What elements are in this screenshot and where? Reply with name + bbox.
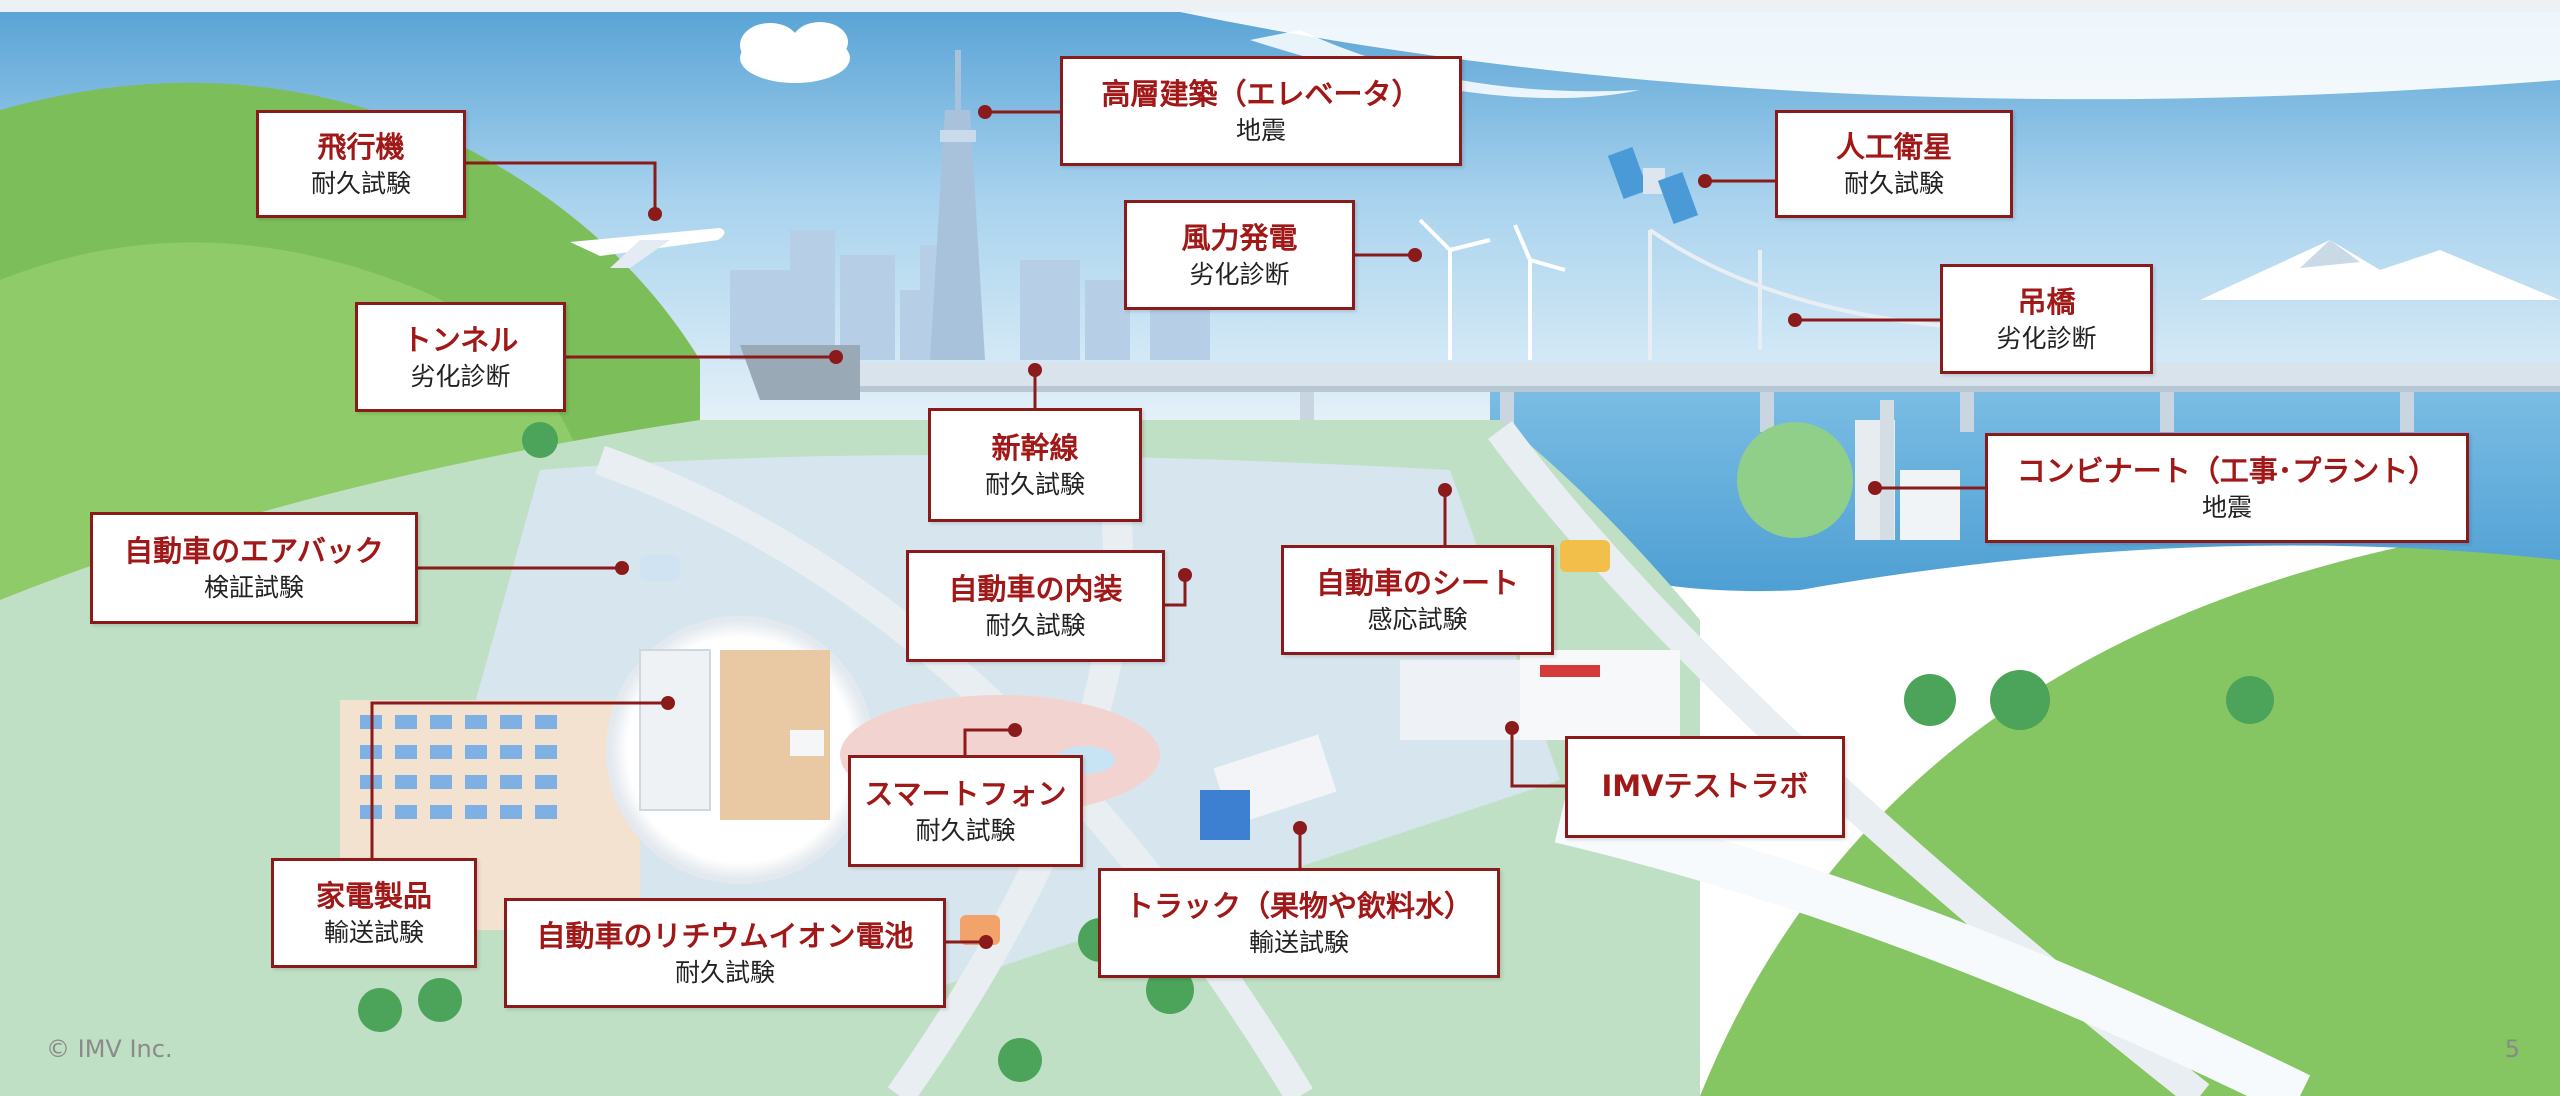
callout-subtitle: 検証試験 bbox=[203, 572, 304, 602]
chemical-plant bbox=[1737, 400, 1960, 540]
callout-subtitle: 劣化診断 bbox=[410, 361, 511, 391]
sky-swoosh bbox=[1180, 12, 2560, 100]
satellite bbox=[1607, 146, 1699, 225]
callout-wind-power: 風力発電 劣化診断 bbox=[1124, 200, 1355, 310]
cloud bbox=[740, 22, 850, 83]
callout-title: 自動車のエアバック bbox=[124, 533, 384, 568]
copyright-text: © IMV Inc. bbox=[46, 1035, 173, 1063]
callout-airplane: 飛行機 耐久試験 bbox=[256, 110, 466, 218]
appliance-bubble bbox=[606, 616, 874, 884]
callout-subtitle: 耐久試験 bbox=[1843, 168, 1944, 198]
airplane bbox=[570, 228, 725, 268]
callout-subtitle: 輸送試験 bbox=[323, 917, 424, 947]
callout-industrial-complex: コンビナート（工事･プラント） 地震 bbox=[1985, 433, 2469, 543]
callout-tunnel: トンネル 劣化診断 bbox=[355, 302, 566, 412]
callout-title: 家電製品 bbox=[315, 878, 432, 913]
callout-lithium-battery: 自動車のリチウムイオン電池 耐久試験 bbox=[504, 898, 946, 1008]
imv-lab-building bbox=[1400, 650, 1680, 740]
car-airbag bbox=[640, 555, 680, 581]
callout-subtitle: 耐久試験 bbox=[985, 610, 1086, 640]
viaduct bbox=[760, 362, 2560, 386]
tunnel bbox=[740, 345, 860, 400]
callout-subtitle: 輸送試験 bbox=[1248, 927, 1349, 957]
callout-title: スマートフォン bbox=[864, 776, 1067, 811]
callout-subtitle: 耐久試験 bbox=[915, 815, 1016, 845]
callout-car-airbag: 自動車のエアバック 検証試験 bbox=[90, 512, 418, 624]
car-seat bbox=[1560, 540, 1610, 572]
top-bar bbox=[0, 0, 2560, 12]
callout-high-rise: 高層建築（エレベータ） 地震 bbox=[1060, 56, 1462, 166]
callout-title: 飛行機 bbox=[317, 129, 405, 164]
callout-title: トラック（果物や飲料水） bbox=[1124, 888, 1473, 923]
callout-shinkansen: 新幹線 耐久試験 bbox=[928, 408, 1142, 522]
leader-lines bbox=[370, 110, 1985, 944]
callout-title: 高層建築（エレベータ） bbox=[1101, 76, 1421, 111]
callout-smartphone: スマートフォン 耐久試験 bbox=[848, 755, 1083, 867]
callout-title: トンネル bbox=[402, 322, 519, 357]
callout-subtitle: 耐久試験 bbox=[984, 469, 1085, 499]
callout-title: 風力発電 bbox=[1181, 220, 1298, 255]
wind-turbines bbox=[1418, 218, 1566, 360]
callout-title: 自動車の内装 bbox=[948, 571, 1123, 606]
callout-car-seat: 自動車のシート 感応試験 bbox=[1281, 545, 1554, 655]
callout-subtitle: 劣化診断 bbox=[1189, 259, 1290, 289]
callout-title: 自動車のシート bbox=[1315, 565, 1519, 600]
callout-title: 人工衛星 bbox=[1835, 129, 1952, 164]
callout-imv-test-lab: IMVテストラボ bbox=[1565, 736, 1845, 838]
callout-subtitle: 感応試験 bbox=[1367, 604, 1468, 634]
leader-dots bbox=[615, 105, 1882, 949]
callout-car-interior: 自動車の内装 耐久試験 bbox=[906, 550, 1165, 662]
callout-subtitle: 地震 bbox=[2201, 492, 2252, 522]
callout-title: 自動車のリチウムイオン電池 bbox=[536, 918, 914, 953]
callout-title: コンビナート（工事･プラント） bbox=[2016, 453, 2438, 488]
sky-tower bbox=[930, 50, 985, 360]
callout-title: 新幹線 bbox=[991, 430, 1079, 465]
callout-subtitle: 地震 bbox=[1235, 115, 1286, 145]
truck bbox=[1200, 734, 1337, 840]
callout-suspension-bridge: 吊橋 劣化診断 bbox=[1940, 264, 2153, 374]
page-number: 5 bbox=[2504, 1035, 2520, 1063]
callout-subtitle: 耐久試験 bbox=[310, 168, 411, 198]
snow-mountains bbox=[2200, 240, 2560, 300]
callout-satellite: 人工衛星 耐久試験 bbox=[1775, 110, 2013, 218]
callout-subtitle: 劣化診断 bbox=[1996, 323, 2097, 353]
callout-subtitle: 耐久試験 bbox=[674, 957, 775, 987]
callout-title: 吊橋 bbox=[2017, 284, 2076, 319]
callout-home-appliance: 家電製品 輸送試験 bbox=[271, 858, 477, 968]
callout-title: IMVテストラボ bbox=[1601, 769, 1809, 804]
callout-truck: トラック（果物や飲料水） 輸送試験 bbox=[1098, 868, 1500, 978]
trees bbox=[358, 422, 2274, 1082]
